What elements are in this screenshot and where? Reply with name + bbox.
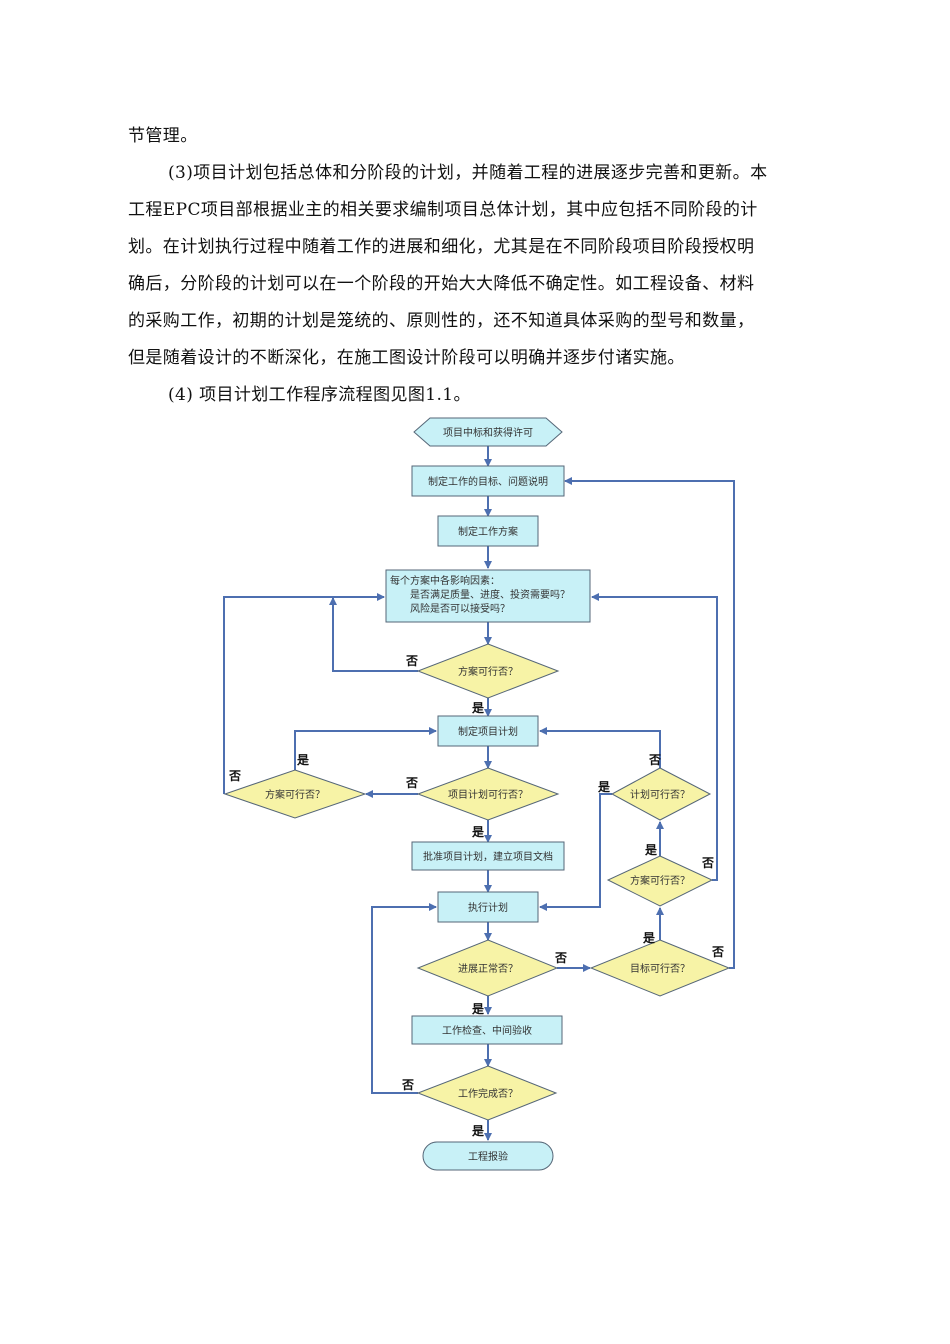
- decision-scheme-feasible-1: 方案可行否？: [416, 643, 560, 699]
- svg-text:是: 是: [471, 825, 485, 839]
- svg-text:是: 是: [296, 753, 310, 767]
- svg-text:否: 否: [228, 769, 241, 783]
- text-line-8: (4) 项目计划工作程序流程图见图1.1。: [168, 385, 471, 405]
- decision-progress-normal: 进展正常否？: [416, 939, 559, 997]
- svg-text:批准项目计划，建立项目文档: 批准项目计划，建立项目文档: [423, 850, 553, 863]
- svg-text:是否满足质量、进度、投资需要吗？: 是否满足质量、进度、投资需要吗？: [410, 588, 570, 601]
- svg-text:项目中标和获得许可: 项目中标和获得许可: [443, 426, 533, 439]
- svg-text:工程报验: 工程报验: [468, 1150, 508, 1163]
- text-line-4: 划。在计划执行过程中随着工作的进展和细化，尤其是在不同阶段项目阶段授权明: [128, 237, 755, 257]
- svg-text:方案可行否？: 方案可行否？: [265, 788, 325, 801]
- svg-text:否: 否: [701, 856, 714, 870]
- svg-text:方案可行否？: 方案可行否？: [630, 874, 690, 887]
- svg-text:否: 否: [405, 654, 418, 668]
- node-factors: 每个方案中各影响因素： 是否满足质量、进度、投资需要吗？ 风险是否可以接受吗？: [385, 569, 591, 623]
- node-start: 项目中标和获得许可: [413, 417, 563, 447]
- svg-text:是: 是: [471, 1002, 485, 1016]
- svg-text:是: 是: [644, 843, 658, 857]
- decision-project-plan-feasible: 项目计划可行否？: [416, 767, 560, 821]
- node-define-goals: 制定工作的目标、问题说明: [411, 465, 565, 497]
- decision-scheme-feasible-right: 方案可行否？: [606, 855, 714, 907]
- svg-text:否: 否: [648, 753, 661, 767]
- node-make-plan: 制定工作方案: [437, 515, 539, 547]
- text-line-2: (3)项目计划包括总体和分阶段的计划，并随着工程的进展逐步完善和更新。本: [168, 163, 768, 183]
- svg-text:方案可行否？: 方案可行否？: [458, 665, 518, 678]
- svg-text:计划可行否？: 计划可行否？: [630, 788, 690, 801]
- svg-text:风险是否可以接受吗？: 风险是否可以接受吗？: [410, 602, 510, 615]
- decision-work-done: 工作完成否？: [416, 1065, 558, 1121]
- text-line-3: 工程EPC项目部根据业主的相关要求编制项目总体计划，其中应包括不同阶段的计: [128, 200, 758, 220]
- svg-text:是: 是: [642, 931, 656, 945]
- svg-text:否: 否: [401, 1078, 414, 1092]
- svg-text:否: 否: [405, 776, 418, 790]
- decision-scheme-feasible-left: 方案可行否？: [223, 769, 367, 819]
- text-line-1: 节管理。: [128, 126, 198, 146]
- svg-text:是: 是: [597, 780, 611, 794]
- svg-text:每个方案中各影响因素：: 每个方案中各影响因素：: [390, 574, 500, 587]
- text-line-6: 的采购工作，初期的计划是笼统的、原则性的，还不知道具体采购的型号和数量，: [128, 311, 755, 331]
- decision-goal-feasible: 目标可行否？: [589, 939, 731, 997]
- svg-text:工作完成否？: 工作完成否？: [458, 1087, 518, 1100]
- svg-text:进展正常否？: 进展正常否？: [458, 962, 518, 975]
- svg-text:是: 是: [471, 701, 485, 715]
- svg-text:是: 是: [471, 1124, 485, 1138]
- svg-text:制定工作方案: 制定工作方案: [458, 525, 518, 538]
- edge-labels: 否 是 是 否 否 是 否 是 是 否 是 否 否 是 否 是: [228, 654, 724, 1138]
- node-inspection: 工作检查、中间验收: [411, 1015, 563, 1045]
- flowchart-connectors: [223, 446, 735, 1141]
- svg-text:目标可行否？: 目标可行否？: [630, 962, 690, 975]
- node-execute-plan: 执行计划: [437, 891, 539, 923]
- svg-text:执行计划: 执行计划: [468, 901, 508, 914]
- node-make-project-plan: 制定项目计划: [437, 715, 539, 747]
- node-acceptance: 工程报验: [422, 1141, 554, 1171]
- svg-text:项目计划可行否？: 项目计划可行否？: [448, 788, 528, 801]
- svg-text:否: 否: [554, 951, 567, 965]
- svg-text:否: 否: [711, 945, 724, 959]
- svg-text:制定工作的目标、问题说明: 制定工作的目标、问题说明: [428, 475, 548, 488]
- node-approve-plan: 批准项目计划，建立项目文档: [411, 841, 565, 871]
- text-line-5: 确后，分阶段的计划可以在一个阶段的开始大大降低不确定性。如工程设备、材料: [128, 274, 755, 294]
- text-line-7: 但是随着设计的不断深化，在施工图设计阶段可以明确并逐步付诸实施。: [128, 348, 685, 368]
- svg-text:制定项目计划: 制定项目计划: [458, 725, 518, 738]
- decision-plan-feasible-right: 计划可行否？: [610, 767, 712, 821]
- svg-text:工作检查、中间验收: 工作检查、中间验收: [442, 1024, 532, 1037]
